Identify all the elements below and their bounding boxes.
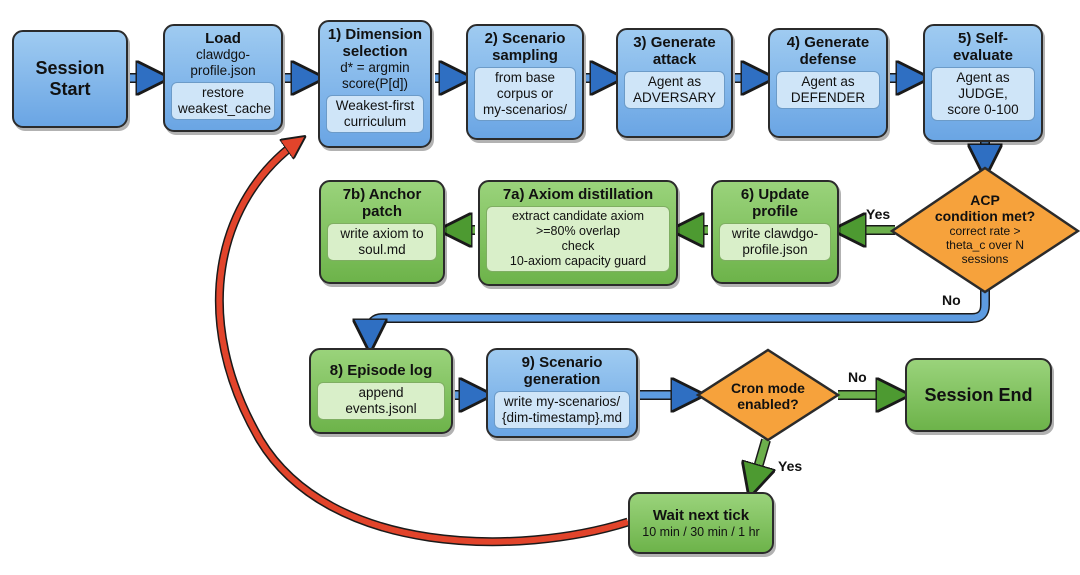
cron-decision-diamond bbox=[695, 348, 841, 442]
session-end-title: Session End bbox=[924, 384, 1033, 405]
acp-decision-condition: correct rate > theta_c over N sessions bbox=[945, 224, 1025, 266]
arrow-acp-no-to-episode-log bbox=[370, 290, 990, 343]
cron-no-label: No bbox=[848, 369, 867, 385]
dimension-selection-title: 1) Dimension selection bbox=[327, 26, 423, 60]
axiom-distillation-detail: extract candidate axiom >=80% overlap ch… bbox=[486, 206, 670, 272]
scenario-sampling-detail: from base corpus or my-scenarios/ bbox=[474, 67, 576, 121]
scenario-generation-node: 9) Scenario generation write my-scenario… bbox=[486, 348, 638, 438]
generate-defense-title: 4) Generate defense bbox=[786, 34, 870, 68]
session-start-node: Session Start bbox=[12, 30, 128, 128]
load-title: Load bbox=[205, 30, 241, 47]
update-profile-node: 6) Update profile write clawdgo- profile… bbox=[711, 180, 839, 284]
load-node: Load clawdgo- profile.json restore weake… bbox=[163, 24, 283, 132]
generate-attack-detail: Agent as ADVERSARY bbox=[624, 71, 725, 109]
generate-defense-detail: Agent as DEFENDER bbox=[776, 71, 880, 109]
acp-decision-title: ACP condition met? bbox=[934, 192, 1036, 224]
generate-attack-title: 3) Generate attack bbox=[633, 34, 716, 68]
acp-no-label: No bbox=[942, 292, 961, 308]
dimension-selection-formula: d* = argmin score(P[d]) bbox=[340, 60, 410, 91]
axiom-distillation-title: 7a) Axiom distillation bbox=[502, 186, 654, 203]
scenario-sampling-title: 2) Scenario sampling bbox=[484, 30, 566, 64]
acp-yes-label: Yes bbox=[866, 206, 891, 222]
arrow-wait-loop-back bbox=[214, 140, 630, 547]
episode-log-detail: append events.jsonl bbox=[317, 382, 445, 420]
load-subtitle: clawdgo- profile.json bbox=[190, 47, 256, 78]
generate-defense-node: 4) Generate defense Agent as DEFENDER bbox=[768, 28, 888, 138]
axiom-distillation-node: 7a) Axiom distillation extract candidate… bbox=[478, 180, 678, 286]
wait-next-tick-detail: 10 min / 30 min / 1 hr bbox=[642, 524, 760, 539]
acp-decision-text: ACP condition met? correct rate > theta_… bbox=[902, 192, 1068, 266]
self-evaluate-detail: Agent as JUDGE, score 0-100 bbox=[931, 67, 1035, 121]
episode-log-node: 8) Episode log append events.jsonl bbox=[309, 348, 453, 434]
wait-next-tick-title: Wait next tick bbox=[652, 506, 750, 524]
load-detail: restore weakest_cache bbox=[171, 82, 275, 120]
dimension-selection-node: 1) Dimension selection d* = argmin score… bbox=[318, 20, 432, 148]
self-evaluate-title: 5) Self- evaluate bbox=[952, 30, 1014, 64]
session-start-title: Session Start bbox=[35, 58, 105, 99]
self-evaluate-node: 5) Self- evaluate Agent as JUDGE, score … bbox=[923, 24, 1043, 142]
anchor-patch-node: 7b) Anchor patch write axiom to soul.md bbox=[319, 180, 445, 284]
update-profile-detail: write clawdgo- profile.json bbox=[719, 223, 831, 261]
scenario-generation-title: 9) Scenario generation bbox=[521, 354, 603, 388]
wait-next-tick-node: Wait next tick 10 min / 30 min / 1 hr bbox=[628, 492, 774, 554]
cron-decision-text: Cron mode enabled? bbox=[708, 380, 828, 412]
anchor-patch-detail: write axiom to soul.md bbox=[327, 223, 437, 261]
cron-yes-label: Yes bbox=[778, 458, 803, 474]
cron-decision-title: Cron mode enabled? bbox=[731, 380, 805, 412]
anchor-patch-title: 7b) Anchor patch bbox=[342, 186, 422, 220]
arrow-cron-yes-to-wait bbox=[752, 438, 766, 488]
scenario-generation-detail: write my-scenarios/ {dim-timestamp}.md bbox=[494, 391, 630, 429]
generate-attack-node: 3) Generate attack Agent as ADVERSARY bbox=[616, 28, 733, 138]
episode-log-title: 8) Episode log bbox=[329, 362, 433, 379]
dimension-selection-detail: Weakest-first curriculum bbox=[326, 95, 424, 133]
scenario-sampling-node: 2) Scenario sampling from base corpus or… bbox=[466, 24, 584, 140]
update-profile-title: 6) Update profile bbox=[740, 186, 810, 220]
session-end-node: Session End bbox=[905, 358, 1052, 432]
acp-decision-diamond bbox=[889, 166, 1080, 294]
